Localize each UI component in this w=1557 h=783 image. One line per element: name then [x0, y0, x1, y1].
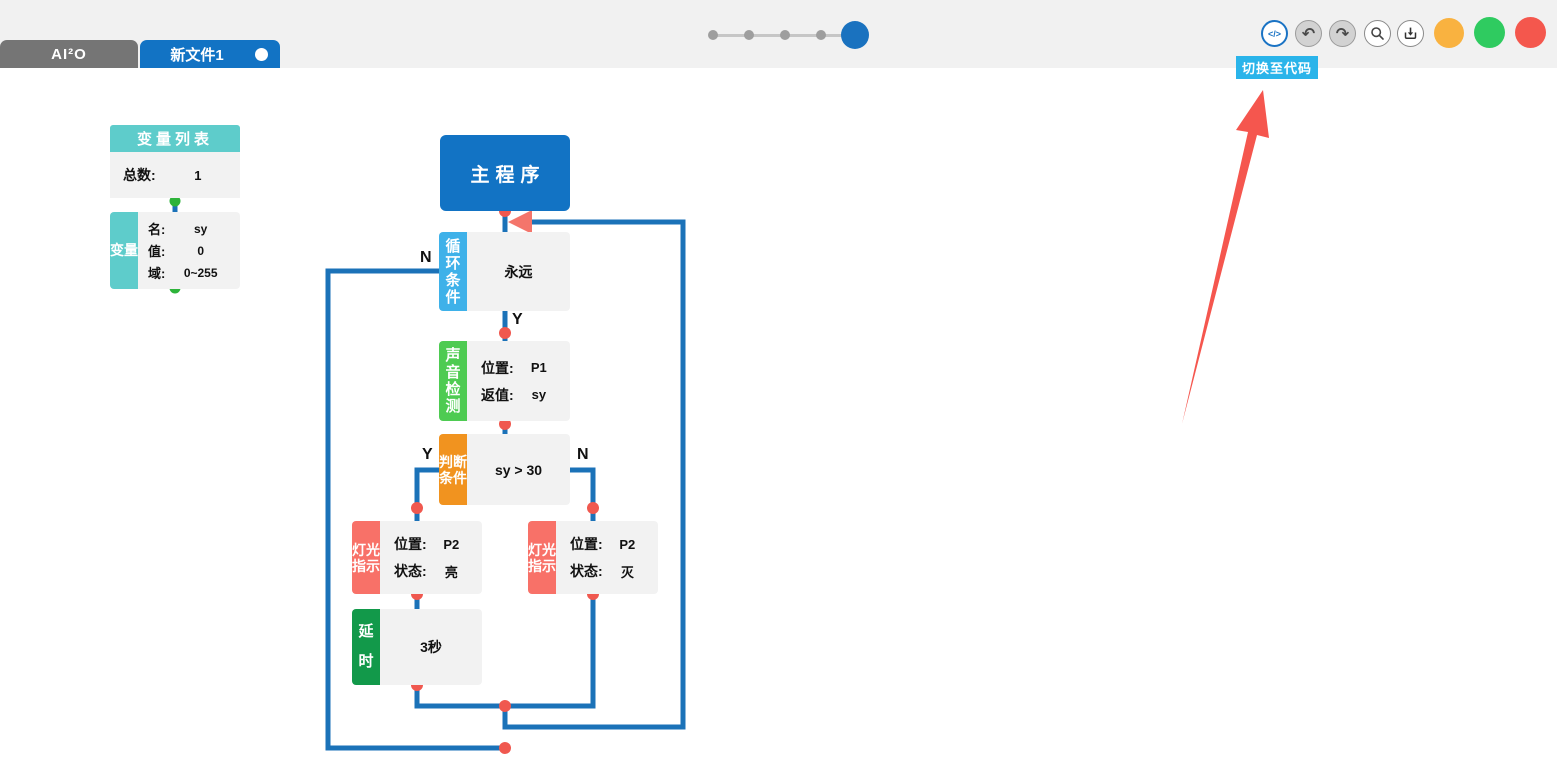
- top-bar: AI²O 新文件1 </> ↶ ↷: [0, 0, 1557, 68]
- light-off-label: 灯光指示: [528, 521, 556, 594]
- variable-card-body: 名: sy 值: 0 域: 0~255: [138, 212, 240, 289]
- progress-stepper: [705, 20, 875, 50]
- stepper-dot-3[interactable]: [780, 30, 790, 40]
- light-on-position-row: 位置: P2: [394, 534, 476, 554]
- download-icon: [1404, 27, 1417, 39]
- variable-name-row: 名: sy: [148, 219, 236, 238]
- loop-condition-body: 永远: [467, 232, 570, 311]
- file-tab-label: 新文件1: [170, 46, 224, 64]
- variable-card-label: 变量: [110, 212, 138, 289]
- branch-label-loop-y: Y: [512, 311, 523, 328]
- undo-button[interactable]: ↶: [1295, 20, 1322, 47]
- loopback-arrowhead: [508, 210, 532, 234]
- variable-value-label: 值:: [148, 244, 166, 259]
- light-on-position-value: P2: [443, 536, 460, 552]
- sound-return-value: sy: [531, 387, 547, 402]
- light-on-state-value: 亮: [444, 564, 458, 580]
- variable-total-value: 1: [194, 167, 202, 183]
- variable-value-row: 值: 0: [148, 241, 236, 260]
- sound-return-label: 返值:: [481, 386, 514, 403]
- variable-name-label: 名:: [148, 222, 166, 237]
- search-icon: [1371, 27, 1384, 40]
- light-on-state-label: 状态:: [394, 563, 427, 579]
- code-button-tooltip: 切换至代码: [1236, 56, 1319, 79]
- sound-return-row: 返值: sy: [481, 385, 564, 405]
- variable-name-value: sy: [193, 221, 208, 236]
- variable-range-value: 0~255: [183, 265, 218, 280]
- logo-tab[interactable]: AI²O: [0, 40, 138, 68]
- sound-detect-body: 位置: P1 返值: sy: [467, 341, 570, 421]
- search-button[interactable]: [1364, 20, 1391, 47]
- branch-label-judge-n: N: [577, 446, 589, 463]
- flow-node-loop-condition[interactable]: 循环条件 永远: [439, 232, 570, 311]
- sound-position-value: P1: [530, 360, 547, 375]
- light-off-state-row: 状态: 灭: [570, 561, 652, 581]
- delay-body: 3秒: [380, 609, 482, 685]
- stepper-dot-4[interactable]: [816, 30, 826, 40]
- light-off-position-value: P2: [619, 536, 636, 552]
- loop-condition-label: 循环条件: [439, 232, 467, 311]
- stepper-dot-2[interactable]: [744, 30, 754, 40]
- logo-text: AI²O: [51, 45, 87, 63]
- sound-position-row: 位置: P1: [481, 358, 564, 378]
- variable-total-label: 总数:: [123, 167, 156, 183]
- branch-label-loop-n: N: [420, 249, 432, 266]
- variable-card[interactable]: 变量 名: sy 值: 0 域: 0~255: [110, 212, 240, 289]
- tab-unsaved-dot[interactable]: [255, 47, 268, 61]
- light-on-state-row: 状态: 亮: [394, 561, 476, 581]
- status-red-button[interactable]: [1515, 17, 1546, 48]
- undo-icon: ↶: [1301, 25, 1316, 43]
- light-on-position-label: 位置:: [394, 536, 427, 552]
- light-on-label: 灯光指示: [352, 521, 380, 594]
- variable-list-header: 变量列表: [110, 125, 240, 152]
- variable-range-label: 域:: [148, 266, 166, 281]
- annotation-arrow: [1182, 90, 1269, 424]
- flow-node-light-off[interactable]: 灯光指示 位置: P2 状态: 灭: [528, 521, 658, 594]
- stepper-dot-active[interactable]: [841, 21, 869, 49]
- variable-value-value: 0: [197, 243, 205, 258]
- light-on-body: 位置: P2 状态: 亮: [380, 521, 482, 594]
- flow-node-delay[interactable]: 延时 3秒: [352, 609, 482, 685]
- flow-node-sound-detect[interactable]: 声音检测 位置: P1 返值: sy: [439, 341, 570, 421]
- redo-icon: ↷: [1335, 25, 1350, 43]
- branch-label-judge-y: Y: [422, 446, 433, 463]
- code-icon: </>: [1267, 28, 1281, 39]
- light-off-body: 位置: P2 状态: 灭: [556, 521, 658, 594]
- toggle-code-button[interactable]: </>: [1261, 20, 1288, 47]
- status-orange-button[interactable]: [1434, 18, 1464, 48]
- judge-condition-body: sy > 30: [467, 434, 570, 505]
- light-off-state-value: 灭: [620, 564, 634, 580]
- flow-node-light-on[interactable]: 灯光指示 位置: P2 状态: 亮: [352, 521, 482, 594]
- light-off-position-row: 位置: P2: [570, 534, 652, 554]
- redo-button[interactable]: ↷: [1329, 20, 1356, 47]
- download-button[interactable]: [1397, 20, 1424, 47]
- light-off-state-label: 状态:: [570, 563, 603, 579]
- status-green-button[interactable]: [1474, 17, 1505, 48]
- flow-node-judge-condition[interactable]: 判断条件 sy > 30: [439, 434, 570, 505]
- stepper-dot-1[interactable]: [708, 30, 718, 40]
- sound-detect-label: 声音检测: [439, 341, 467, 421]
- variable-range-row: 域: 0~255: [148, 263, 236, 282]
- sound-position-label: 位置:: [481, 359, 514, 376]
- file-tab[interactable]: 新文件1: [140, 40, 280, 68]
- light-off-position-label: 位置:: [570, 536, 603, 552]
- flow-node-main-program[interactable]: 主程序: [440, 135, 570, 211]
- judge-condition-label: 判断条件: [439, 434, 467, 505]
- variable-total-row: 总数: 1: [110, 152, 240, 198]
- delay-label: 延时: [352, 609, 380, 685]
